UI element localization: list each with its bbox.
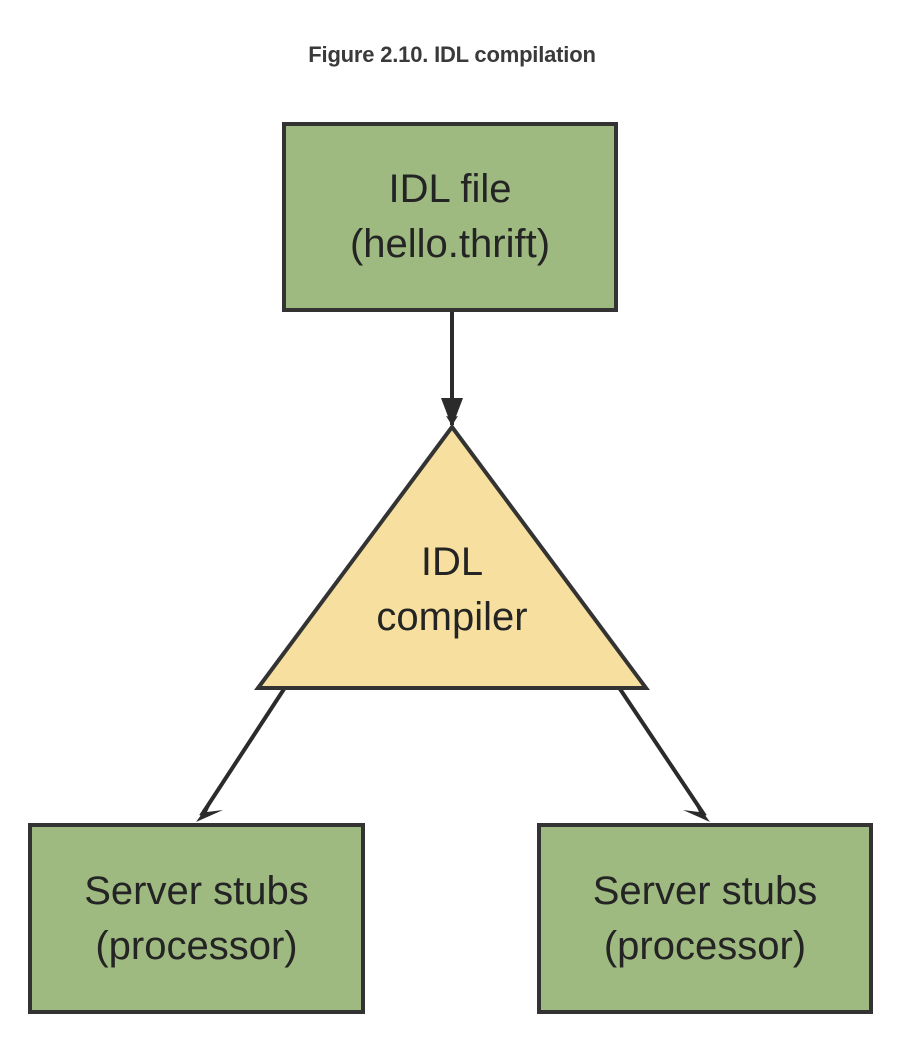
node-server-stubs-right-line1: Server stubs (592, 868, 818, 913)
node-server-stubs-left-line2: (processor) (95, 923, 298, 968)
node-idl-file-line1: IDL file (388, 167, 512, 211)
node-server-stubs-left: Server stubs (processor) (28, 823, 365, 1014)
edge-compiler-to-right (616, 684, 710, 822)
node-idl-compiler: IDL compiler (250, 418, 654, 698)
node-idl-file: IDL file (hello.thrift) (282, 122, 618, 312)
triangle-shape (254, 423, 650, 690)
edge-compiler-to-left (196, 684, 288, 822)
node-idl-file-line2: (hello.thrift) (349, 222, 551, 266)
figure-title: Figure 2.10. IDL compilation (308, 42, 596, 67)
node-server-stubs-right-line2: (processor) (603, 923, 807, 968)
node-server-stubs-left-line1: Server stubs (84, 868, 309, 913)
edge-file-to-compiler (441, 312, 463, 427)
node-server-stubs-right: Server stubs (processor) (537, 823, 873, 1014)
